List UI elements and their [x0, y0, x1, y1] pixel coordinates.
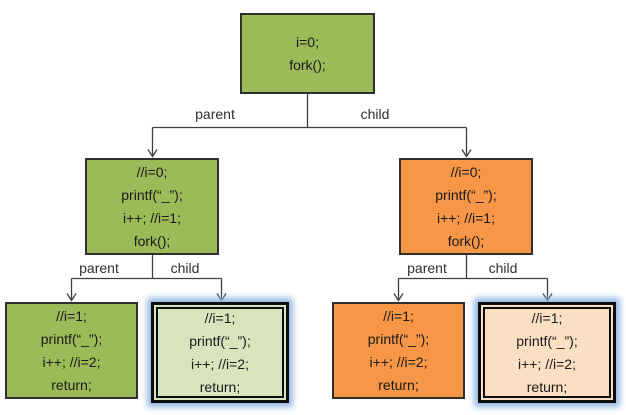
- edge-label-parent-l2-right: parent: [407, 260, 447, 276]
- arrowhead-pc-leaf: [216, 293, 227, 302]
- node-parent-child-leaf-highlighted: //i=1; printf(“_”); i++; //i=2; return;: [151, 302, 289, 403]
- arrowhead-parent-branch: [147, 149, 158, 158]
- node-child-branch: //i=0; printf(“_”); i++; //i=1; fork();: [399, 158, 533, 255]
- node-child-child-leaf-highlighted: //i=1; printf(“_”); i++; //i=2; return;: [478, 302, 616, 403]
- code-line: i++; //i=1;: [437, 209, 495, 226]
- code-line: fork();: [289, 56, 326, 73]
- code-line: //i=1;: [531, 309, 563, 326]
- code-line: i=0;: [296, 33, 319, 50]
- code-line: //i=1;: [204, 309, 236, 326]
- arrowhead-child-branch: [461, 149, 472, 158]
- code-line: fork();: [133, 232, 171, 249]
- code-line: i++; //i=2;: [518, 355, 576, 372]
- code-line: //i=1;: [383, 307, 414, 324]
- node-child-parent-leaf: //i=1; printf(“_”); i++; //i=2; return;: [332, 302, 465, 399]
- arrowhead-cc-leaf: [542, 293, 553, 302]
- code-line: //i=1;: [56, 307, 87, 324]
- edge-label-child-l2-right: child: [488, 260, 518, 276]
- code-line: printf(“_”);: [189, 332, 251, 349]
- code-line: i++; //i=2;: [42, 353, 101, 370]
- code-line: return;: [51, 376, 92, 393]
- edge-label-child-l2-left: child: [170, 260, 200, 276]
- code-line: i++; //i=2;: [191, 355, 249, 372]
- code-line: i++; //i=1;: [123, 209, 181, 226]
- node-root: i=0; fork();: [240, 13, 375, 94]
- code-line: return;: [199, 378, 241, 395]
- node-parent-parent-leaf: //i=1; printf(“_”); i++; //i=2; return;: [5, 302, 138, 399]
- edge-label-child-l1: child: [360, 106, 390, 122]
- edge-label-parent-l1: parent: [195, 106, 235, 122]
- code-line: fork();: [447, 232, 485, 249]
- code-line: printf(“_”);: [367, 330, 430, 347]
- code-line: //i=0;: [136, 163, 168, 180]
- code-line: return;: [526, 378, 568, 395]
- edge-label-parent-l2-left: parent: [79, 260, 119, 276]
- code-line: i++; //i=2;: [369, 353, 428, 370]
- node-parent-branch: //i=0; printf(“_”); i++; //i=1; fork();: [85, 158, 219, 255]
- code-line: printf(“_”);: [40, 330, 103, 347]
- code-line: return;: [378, 376, 419, 393]
- code-line: printf(“_”);: [435, 186, 497, 203]
- arrowhead-pp-leaf: [66, 293, 77, 302]
- code-line: printf(“_”);: [516, 332, 578, 349]
- arrowhead-cp-leaf: [393, 293, 404, 302]
- code-line: printf(“_”);: [121, 186, 183, 203]
- code-line: //i=0;: [450, 163, 482, 180]
